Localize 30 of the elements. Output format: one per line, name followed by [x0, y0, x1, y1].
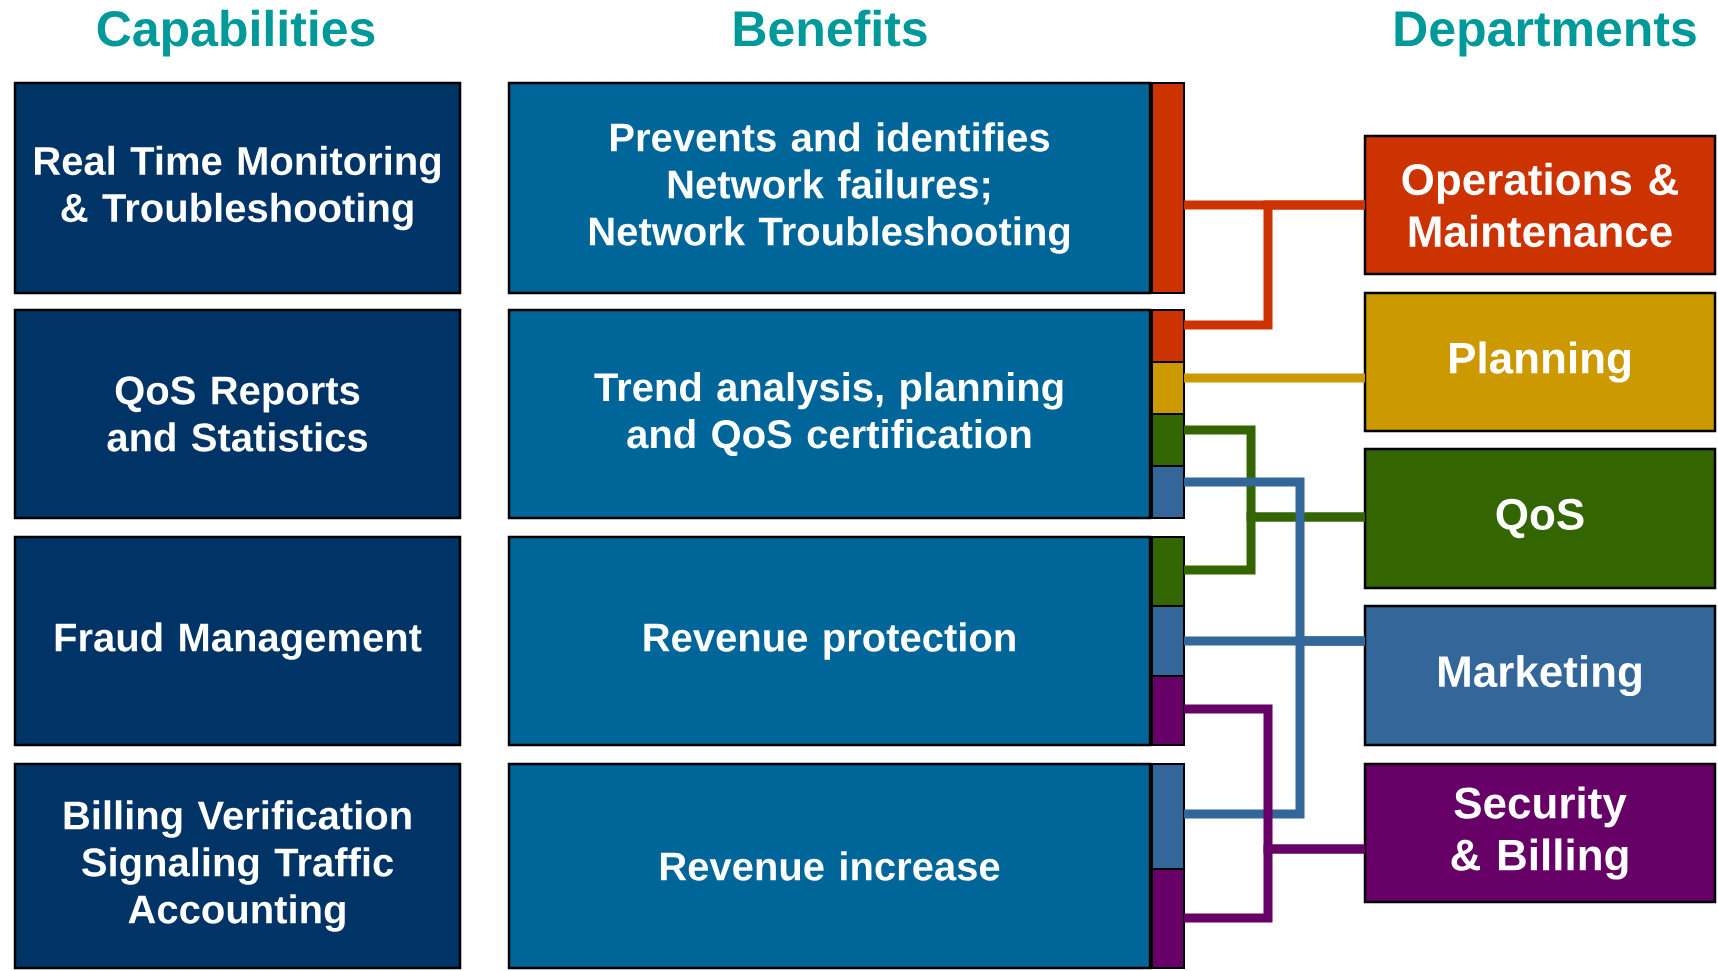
benefit-box: Prevents and identifies Network failures; Network Troubleshooting — [507, 81, 1152, 295]
benefit-box: Revenue increase — [507, 762, 1152, 970]
color-bar-segment — [1151, 868, 1185, 969]
column-heading: Capabilities — [97, 9, 375, 57]
connector-line — [1184, 512, 1365, 575]
color-bar-segment — [1151, 309, 1185, 363]
connector-line — [1184, 373, 1365, 383]
color-bar-segment — [1151, 361, 1185, 415]
color-bar-segment — [1151, 465, 1185, 519]
capability-box: Billing Verification Signaling Traffic Accounting — [13, 762, 462, 970]
color-bar-segment — [1151, 82, 1185, 294]
connector-line — [1184, 200, 1365, 330]
benefit-box: Trend analysis, planning and QoS certification — [507, 308, 1152, 520]
connector-line — [1184, 844, 1365, 923]
department-box: Planning — [1363, 291, 1717, 433]
department-box: QoS — [1363, 447, 1717, 590]
color-bar-segment — [1151, 763, 1185, 870]
color-bar-segment — [1151, 413, 1185, 467]
column-heading: Departments — [1395, 11, 1696, 57]
color-bar-segment — [1151, 675, 1185, 746]
capability-box: Real Time Monitoring & Troubleshooting — [13, 81, 462, 295]
capability-box: QoS Reports and Statistics — [13, 308, 462, 520]
color-bar-segment — [1151, 536, 1185, 607]
department-box: Marketing — [1363, 604, 1717, 747]
connector-line — [1184, 636, 1365, 819]
capability-box: Fraud Management — [13, 535, 462, 747]
department-box: Security & Billing — [1363, 762, 1717, 904]
color-bar-segment — [1151, 605, 1185, 677]
benefit-box: Revenue protection — [507, 535, 1152, 747]
department-box: Operations & Maintenance — [1363, 134, 1717, 276]
